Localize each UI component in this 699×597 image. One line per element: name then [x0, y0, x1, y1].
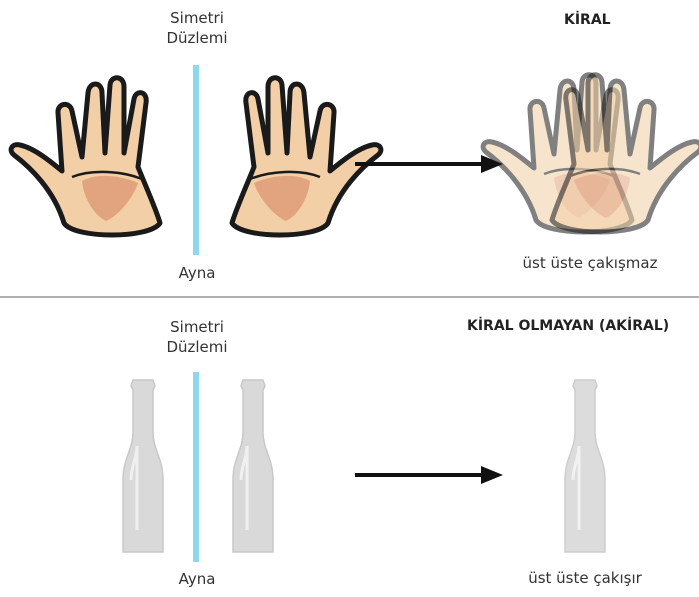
mirror-plane: [193, 372, 199, 562]
left-hand-image: [112, 75, 113, 76]
overlapping-hands-image: [592, 72, 593, 73]
achiral-title: KİRAL OLMAYAN (AKİRAL): [467, 318, 669, 334]
mirror-plane: [193, 65, 199, 255]
symmetry-plane-label: Simetri Düzlemi: [152, 317, 242, 357]
mirror-label: Ayna: [152, 263, 242, 283]
not-superimposable-label: üst üste çakışmaz: [505, 253, 675, 273]
right-bottle-image: [253, 380, 254, 381]
mirror-label: Ayna: [152, 569, 242, 589]
symmetry-plane-label-line1: Simetri: [152, 8, 242, 28]
overlapping-bottles-image: [585, 380, 586, 381]
symmetry-plane-label-line2: Düzlemi: [152, 28, 242, 48]
section-divider: [0, 296, 699, 298]
symmetry-plane-label-line1: Simetri: [152, 317, 242, 337]
chiral-title: KİRAL: [564, 12, 611, 28]
right-hand-image: [280, 75, 281, 76]
symmetry-plane-label: Simetri Düzlemi: [152, 8, 242, 48]
superimposable-label: üst üste çakışır: [510, 568, 660, 588]
arrow: [355, 465, 515, 485]
left-bottle-image: [143, 380, 144, 381]
symmetry-plane-label-line2: Düzlemi: [152, 337, 242, 357]
